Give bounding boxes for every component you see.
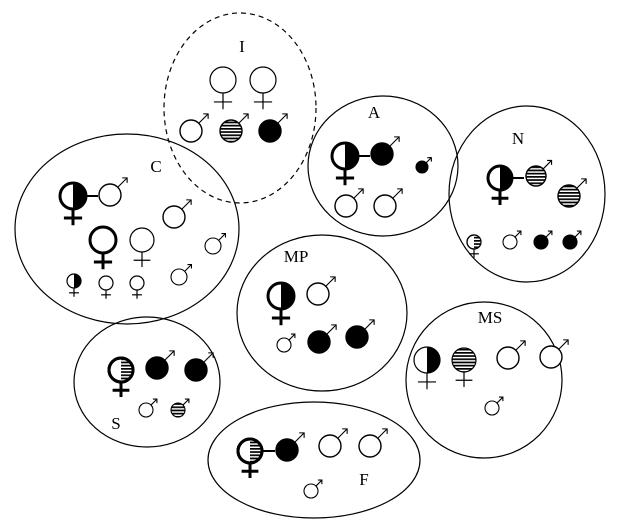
male-symbol-icon xyxy=(306,276,336,306)
group-ellipse-f xyxy=(207,401,421,519)
group-ellipse-i xyxy=(163,12,317,204)
male-symbol-icon xyxy=(170,263,193,286)
male-symbol-icon xyxy=(276,333,296,353)
male-symbol-icon xyxy=(184,352,214,382)
male-symbol-icon xyxy=(204,232,227,255)
female-symbol-icon xyxy=(98,275,114,299)
male-symbol-icon xyxy=(539,339,569,369)
male-symbol-icon xyxy=(258,113,288,143)
female-symbol-icon xyxy=(451,347,477,387)
male-symbol-icon xyxy=(170,398,190,418)
female-symbol-icon xyxy=(107,356,135,397)
male-symbol-icon xyxy=(502,230,522,250)
female-symbol-icon xyxy=(58,181,88,226)
male-symbol-icon xyxy=(562,230,582,250)
group-ellipse-c xyxy=(14,133,240,325)
male-symbol-icon xyxy=(557,178,587,208)
male-symbol-icon xyxy=(415,157,432,174)
group-label-n: N xyxy=(512,129,524,148)
group-ellipse-a xyxy=(307,95,459,237)
male-symbol-icon xyxy=(179,113,209,143)
male-symbol-icon xyxy=(370,136,400,166)
female-symbol-icon xyxy=(236,437,264,478)
female-symbol-icon xyxy=(129,275,145,299)
male-symbol-icon xyxy=(98,177,128,207)
group-label-f: F xyxy=(359,470,368,489)
male-symbol-icon xyxy=(373,188,403,218)
group-label-a: A xyxy=(368,103,381,122)
group-ellipse-s xyxy=(73,316,221,448)
male-symbol-icon xyxy=(345,319,375,349)
group-label-mp: MP xyxy=(284,247,309,266)
female-symbol-icon xyxy=(129,227,155,267)
male-symbol-icon xyxy=(138,398,158,418)
group-ellipse-mp xyxy=(236,234,408,392)
male-symbol-icon xyxy=(219,113,249,143)
female-symbol-icon xyxy=(88,225,118,270)
male-symbol-icon xyxy=(145,350,175,380)
male-symbol-icon xyxy=(303,479,323,499)
female-symbol-icon xyxy=(486,164,514,205)
female-symbol-icon xyxy=(466,234,482,258)
male-symbol-icon xyxy=(334,188,364,218)
male-symbol-icon xyxy=(496,340,526,370)
female-symbol-icon xyxy=(413,346,441,390)
male-symbol-icon xyxy=(484,396,504,416)
male-symbol-icon xyxy=(307,324,337,354)
female-symbol-icon xyxy=(66,273,82,297)
female-symbol-icon xyxy=(209,66,237,110)
male-symbol-icon xyxy=(318,428,348,458)
female-symbol-icon xyxy=(249,66,277,110)
male-symbol-icon xyxy=(358,428,388,458)
male-symbol-icon xyxy=(275,432,305,462)
group-label-c: C xyxy=(150,157,161,176)
group-label-i: I xyxy=(239,37,245,56)
male-symbol-icon xyxy=(162,199,192,229)
male-symbol-icon xyxy=(525,159,553,187)
female-symbol-icon xyxy=(266,281,296,326)
group-ellipse-n xyxy=(448,105,606,283)
male-symbol-icon xyxy=(533,230,553,250)
female-symbol-icon xyxy=(330,141,360,186)
group-label-ms: MS xyxy=(478,308,503,327)
group-label-s: S xyxy=(111,414,120,433)
group-ellipse-ms xyxy=(405,301,563,459)
